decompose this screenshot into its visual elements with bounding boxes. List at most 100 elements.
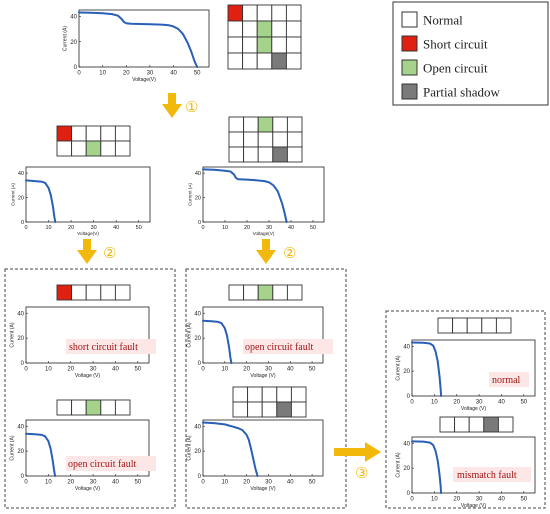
iv-curve-series-0 <box>411 440 443 494</box>
pv-module-normal <box>261 386 278 403</box>
legend-swatch-shadow <box>401 83 418 100</box>
pv-module-normal <box>243 146 259 163</box>
x-tick-label: 10 <box>99 71 106 77</box>
legend-frame <box>392 1 549 106</box>
pv-module-open <box>257 284 274 301</box>
x-tick-label: 40 <box>170 71 177 77</box>
pv-module-shadow <box>271 52 287 70</box>
pv-module-normal <box>256 52 273 70</box>
grid-mid-left <box>56 125 131 157</box>
x-tick-label: 50 <box>520 400 527 406</box>
pv-module-normal <box>71 140 87 157</box>
legend-label-short: Short circuit <box>423 37 488 52</box>
x-tick-label: 20 <box>244 225 250 231</box>
open-circuit-fault-label-2: open circuit fault <box>245 342 314 353</box>
y-tick-label: 40 <box>18 171 24 177</box>
pv-module-normal <box>71 125 87 142</box>
y-tick-label: 40 <box>194 311 201 317</box>
pv-module-normal <box>114 284 131 301</box>
pv-module-normal <box>100 125 116 142</box>
pv-module-open <box>85 399 102 416</box>
pv-module-normal <box>271 20 287 38</box>
x-tick-label: 20 <box>243 367 250 373</box>
y-axis-label: Current (A) <box>62 26 68 51</box>
pv-module-normal <box>466 317 483 334</box>
pv-module-normal <box>290 386 307 403</box>
group-frame-left <box>4 268 176 509</box>
y-axis-label: Current (A) <box>186 322 192 347</box>
x-tick-label: 50 <box>134 480 141 486</box>
grid-g4 <box>232 386 307 418</box>
pv-module-normal <box>100 284 116 301</box>
x-tick-label: 10 <box>222 225 228 231</box>
plot-area <box>202 419 324 477</box>
pv-module-normal <box>497 416 514 433</box>
arrow-step-2a: ② <box>77 239 116 264</box>
x-tick-label: 40 <box>287 367 294 373</box>
pv-module-open <box>256 36 273 54</box>
x-tick-label: 40 <box>287 480 294 486</box>
pv-module-normal <box>286 131 303 148</box>
y-tick-label: 20 <box>194 449 201 455</box>
x-tick-label: 0 <box>77 71 81 77</box>
pv-module-normal <box>243 131 259 148</box>
x-tick-label: 40 <box>498 497 505 503</box>
y-tick-label: 20 <box>194 336 201 342</box>
x-axis-label: Voltage (V) <box>75 486 101 492</box>
x-tick-label: 10 <box>45 367 52 373</box>
pv-module-normal <box>439 416 456 433</box>
legend-label-shadow: Partial shadow <box>423 85 501 100</box>
pv-module-shadow <box>483 416 499 433</box>
plot-area <box>202 166 325 223</box>
pv-module-normal <box>242 20 258 38</box>
y-tick-label: 20 <box>403 369 410 375</box>
y-tick-label: 20 <box>195 195 201 201</box>
grid-g1 <box>56 284 131 301</box>
x-tick-label: 40 <box>112 480 119 486</box>
open-circuit-fault-label: open circuit fault <box>68 459 137 470</box>
x-axis-label: Voltage (V) <box>250 373 276 379</box>
pv-module-normal <box>228 131 245 148</box>
x-tick-label: 30 <box>90 367 97 373</box>
y-tick-label: 0 <box>21 361 25 367</box>
pv-module-normal <box>286 116 303 133</box>
pv-module-normal <box>272 116 288 133</box>
pv-module-open <box>257 116 274 133</box>
iv-curve-series-0 <box>202 319 233 364</box>
pv-module-short <box>56 125 73 142</box>
legend-swatch-normal <box>401 11 418 28</box>
pv-module-normal <box>271 36 287 54</box>
short-circuit-fault-label: short circuit fault <box>69 342 138 353</box>
pv-module-normal <box>247 386 263 403</box>
pv-module-normal <box>285 20 302 38</box>
x-axis-label: Voltage (V) <box>250 486 276 492</box>
grid-g5 <box>437 317 512 334</box>
iv-curve-series-0 <box>25 179 57 223</box>
y-axis-label: Current (A) <box>9 435 15 460</box>
y-tick-label: 0 <box>198 474 202 480</box>
x-tick-label: 40 <box>113 225 119 231</box>
pv-module-normal <box>285 4 302 22</box>
arrow-step-1: ① <box>162 93 198 118</box>
plot-area <box>202 306 324 364</box>
pv-module-normal <box>85 125 102 142</box>
y-axis-label: Current (A) <box>9 322 15 347</box>
pv-module-normal <box>285 36 302 54</box>
x-tick-label: 20 <box>453 400 460 406</box>
x-tick-label: 0 <box>24 480 28 486</box>
y-tick-label: 20 <box>70 40 77 46</box>
pv-module-shadow <box>272 146 288 163</box>
x-tick-label: 20 <box>453 497 460 503</box>
x-axis-label: Voltage(V) <box>253 231 275 236</box>
y-axis-label: Current (A) <box>187 183 192 206</box>
pv-module-normal <box>286 284 303 301</box>
fault-labels: short circuit fault open circuit fault o… <box>66 339 531 482</box>
pv-module-normal <box>257 131 274 148</box>
y-tick-label: 40 <box>195 171 201 177</box>
y-tick-label: 40 <box>70 14 77 20</box>
group-frame-middle <box>185 268 347 509</box>
